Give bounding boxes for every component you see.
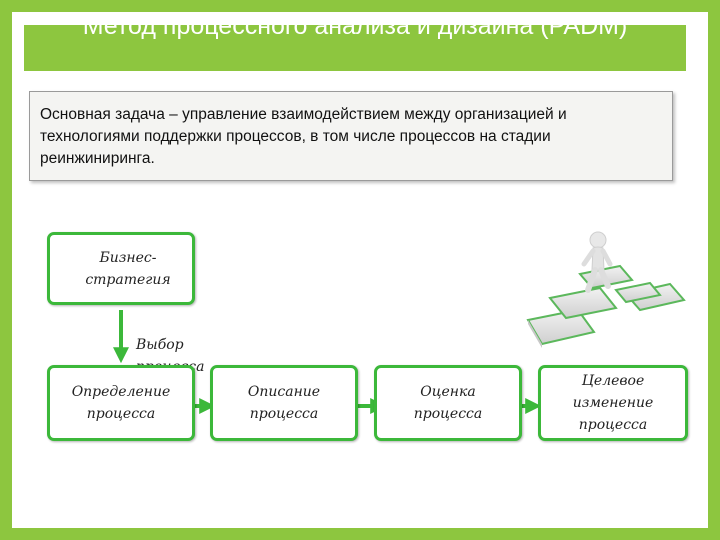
task-box: Основная задача – управление взаимодейст… [29, 91, 673, 181]
task-text: Основная задача – управление взаимодейст… [40, 106, 567, 167]
node-target-change-label: Целевое изменение процесса [572, 373, 654, 433]
slide-title: Метод процессного анализа и дизайна (PAD… [82, 25, 628, 40]
node-process-evaluation-label: Оценка процесса [413, 384, 483, 422]
node-process-evaluation: Оценка процесса [374, 365, 522, 441]
node-business-strategy: Бизнес-стратегия [47, 232, 195, 305]
node-target-change: Целевое изменение процесса [538, 365, 688, 441]
node-process-description-label: Описание процесса [247, 384, 321, 422]
node-business-strategy-label: Бизнес-стратегия [85, 249, 171, 288]
node-process-definition-label: Определение процесса [71, 384, 171, 422]
figure-on-steps-icon [526, 231, 686, 348]
node-process-definition: Определение процесса [47, 365, 195, 441]
title-bar: Метод процессного анализа и дизайна (PAD… [24, 25, 686, 71]
node-process-description: Описание процесса [210, 365, 358, 441]
